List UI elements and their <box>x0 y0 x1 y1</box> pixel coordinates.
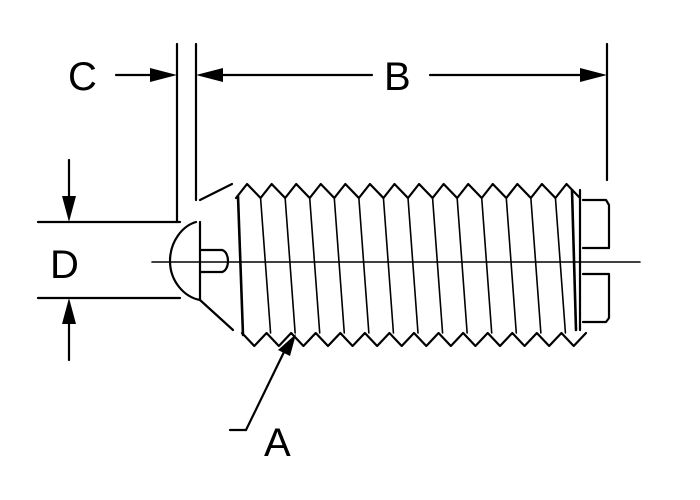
nose-slot-lines <box>198 248 224 274</box>
threaded-body <box>234 182 588 348</box>
chamfer-bottom <box>198 298 235 332</box>
thread-helix-line <box>505 197 518 334</box>
label-b: B <box>384 55 411 99</box>
thread-end-edge <box>570 188 578 332</box>
thread-helix-line <box>480 197 493 334</box>
slotted-end <box>581 198 611 324</box>
label-d: D <box>50 243 79 287</box>
thread-helix-line <box>308 197 321 334</box>
thread-crests-top <box>234 182 582 200</box>
thread-helix-line <box>456 197 468 334</box>
ball-nose <box>168 182 235 332</box>
callout-a-leader <box>244 350 286 432</box>
thread-helix-line <box>382 197 395 334</box>
thread-helix-line <box>333 197 346 334</box>
chamfer-top <box>198 182 234 202</box>
dimension-d: D <box>36 158 182 362</box>
slot-top-prong <box>581 198 611 250</box>
callout-a: A <box>228 334 296 465</box>
extension-lines <box>175 42 609 224</box>
dimension-c: C <box>68 55 177 99</box>
thread-helix-line <box>554 197 567 334</box>
dimension-b-arrow-right <box>580 68 607 82</box>
thread-crests-bottom <box>240 331 588 348</box>
dimension-d-arrow-top <box>62 196 76 222</box>
dimension-b-arrow-left <box>196 68 223 82</box>
ball-tip-outline <box>168 220 202 302</box>
thread-helix-line <box>284 197 296 334</box>
nose-slot <box>198 248 230 274</box>
thread-helix-line <box>407 197 419 334</box>
thread-helix-line <box>530 197 542 334</box>
thread-start-edge <box>236 194 245 337</box>
slot-bottom-prong <box>581 272 611 324</box>
thread-helix-lines <box>259 197 567 334</box>
dimension-b: B <box>196 55 607 99</box>
dimension-d-arrow-bottom <box>62 298 76 324</box>
thread-helix-line <box>431 197 444 334</box>
label-c: C <box>68 55 97 99</box>
thread-helix-line <box>358 197 370 334</box>
thread-helix-line <box>259 197 272 334</box>
callout-a-arrow <box>278 334 296 356</box>
label-a: A <box>264 421 291 465</box>
nose-slot-end <box>220 248 230 274</box>
dimension-c-arrow <box>150 68 177 82</box>
